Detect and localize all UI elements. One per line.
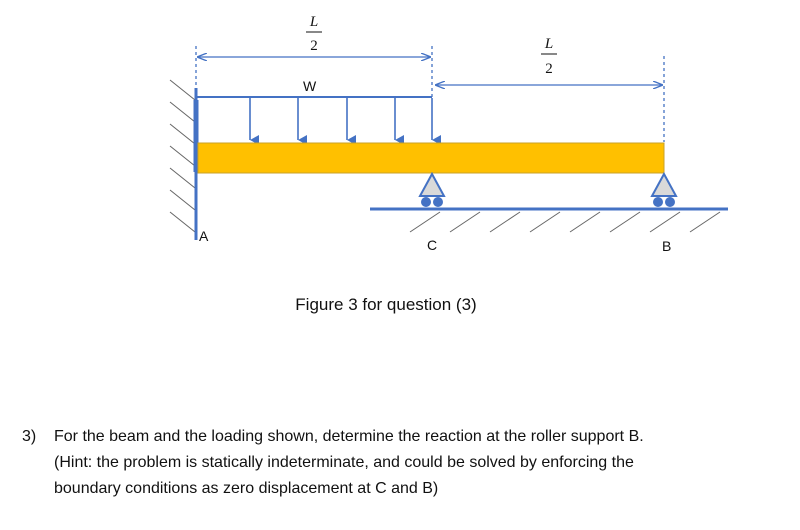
roller-support-b bbox=[650, 171, 678, 207]
point-label-b: B bbox=[662, 238, 671, 254]
wall-hatching bbox=[169, 79, 196, 233]
roller-support-c bbox=[418, 171, 446, 207]
question-line-2: (Hint: the problem is statically indeter… bbox=[54, 454, 634, 471]
ground-hatching bbox=[409, 211, 721, 233]
dim-right-numerator: L bbox=[544, 36, 553, 52]
dim-right-denominator: 2 bbox=[545, 61, 553, 77]
dim-fraction-left: L 2 bbox=[306, 14, 322, 54]
figure-caption: Figure 3 for question (3) bbox=[295, 295, 476, 314]
load-label: W bbox=[303, 78, 317, 94]
question-line-3: boundary conditions as zero displacement… bbox=[54, 480, 439, 497]
load-arrows bbox=[249, 98, 441, 145]
beam bbox=[197, 142, 665, 174]
question-line-1: For the beam and the loading shown, dete… bbox=[54, 428, 644, 445]
dim-left-denominator: 2 bbox=[310, 38, 318, 54]
question-number: 3) bbox=[22, 428, 37, 445]
point-label-c: C bbox=[427, 237, 437, 253]
beam-diagram: L 2 L 2 W A bbox=[169, 14, 728, 314]
question-block: 3) For the beam and the loading shown, d… bbox=[22, 424, 792, 502]
point-label-a: A bbox=[199, 228, 209, 244]
dim-fraction-right: L 2 bbox=[541, 36, 557, 77]
question-text: For the beam and the loading shown, dete… bbox=[54, 424, 792, 502]
dim-left-numerator: L bbox=[309, 14, 318, 30]
